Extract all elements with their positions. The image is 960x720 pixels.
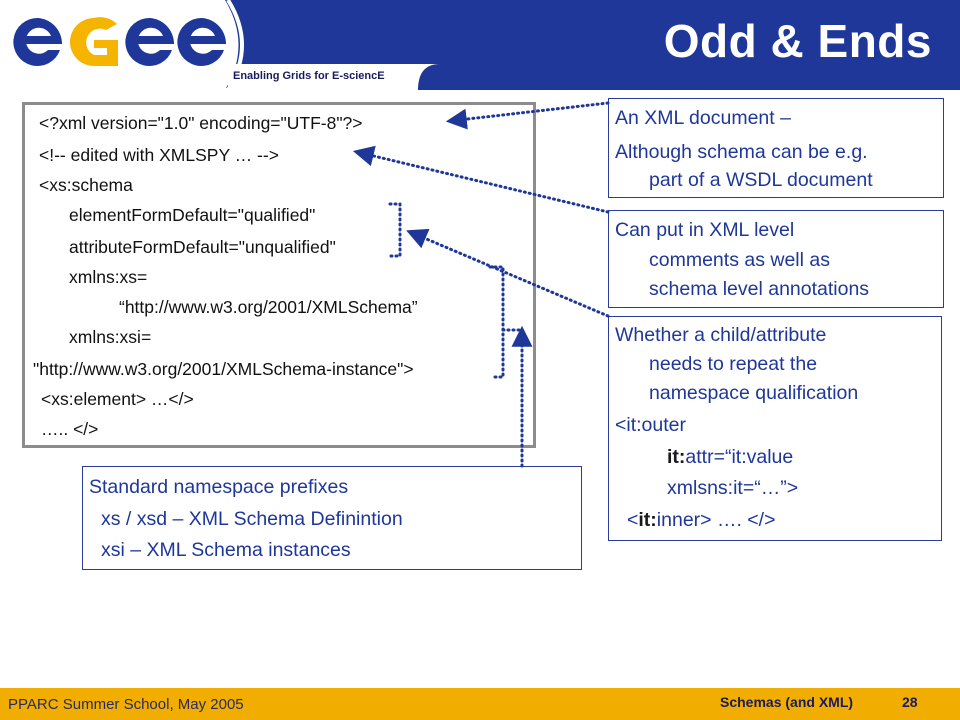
callout-line: Standard namespace prefixes — [89, 476, 349, 498]
code-line: <xs:element> …</> — [41, 389, 194, 409]
code-line: attributeFormDefault="unqualified" — [69, 237, 336, 257]
egee-logo — [13, 17, 227, 66]
slide-header: Enabling Grids for E-sciencE Odd & Ends — [0, 0, 960, 90]
callout-line: schema level annotations — [649, 278, 870, 300]
callout-line: Whether a child/attribute — [615, 324, 827, 346]
code-line: xmlns:xsi= — [69, 327, 152, 347]
logo-letter-g — [70, 17, 118, 66]
prefix-bold: it: — [638, 509, 657, 531]
code-line: ….. </> — [41, 419, 99, 439]
callout-prefixes: Standard namespace prefixes xs / xsd – X… — [82, 466, 582, 570]
header-band — [0, 0, 960, 90]
callout-inner-line: <it:inner> …. </> — [627, 509, 776, 532]
callout-line: part of a WSDL document — [649, 169, 873, 191]
code-line: "http://www.w3.org/2001/XMLSchema-instan… — [33, 359, 414, 379]
callout-line: An XML document – — [615, 107, 791, 129]
callout-xml-document: An XML document – Although schema can be… — [608, 98, 944, 198]
callout-line: xsi – XML Schema instances — [101, 539, 351, 561]
code-line: <?xml version="1.0" encoding="UTF-8"?> — [39, 113, 363, 133]
logo-tagline: Enabling Grids for E-sciencE — [233, 70, 385, 82]
callout-line: needs to repeat the — [649, 353, 818, 375]
code-line: “http://www.w3.org/2001/XMLSchema” — [119, 297, 418, 317]
logo-letter-e3 — [177, 17, 227, 66]
prefix-bold: it: — [667, 446, 686, 468]
footer-topic: Schemas (and XML) — [720, 694, 854, 710]
callout-comments: Can put in XML level comments as well as… — [608, 210, 944, 308]
callout-qualification: Whether a child/attribute needs to repea… — [608, 316, 942, 541]
callout-line: <it:outer — [615, 414, 687, 436]
callout-line: Although schema can be e.g. — [615, 141, 868, 163]
code-line: <!-- edited with XMLSPY … --> — [39, 145, 279, 165]
callout-line: comments as well as — [649, 249, 830, 271]
code-line: <xs:schema — [39, 175, 133, 195]
page-number: 28 — [902, 694, 918, 710]
code-line: elementFormDefault="qualified" — [69, 205, 316, 225]
xml-code-box: <?xml version="1.0" encoding="UTF-8"?> <… — [22, 102, 536, 448]
attr-rest: attr=“it:value — [685, 446, 794, 468]
inner-rest: inner> …. </> — [656, 509, 776, 531]
logo-letter-e1 — [13, 17, 63, 66]
callout-line: Can put in XML level — [615, 219, 795, 241]
code-line: xmlns:xs= — [69, 267, 148, 287]
footer-event: PPARC Summer School, May 2005 — [8, 696, 244, 713]
callout-line: namespace qualification — [649, 382, 859, 404]
callout-line: xs / xsd – XML Schema Definintion — [101, 508, 403, 530]
callout-attr-line: it:attr=“it:value — [667, 446, 793, 469]
callout-xmlns-line: xmlsns:it=“…”> — [667, 477, 799, 499]
inner-open: < — [627, 509, 639, 531]
logo-letter-e2 — [125, 17, 175, 66]
slide-footer: PPARC Summer School, May 2005 Schemas (a… — [0, 688, 960, 720]
slide-title: Odd & Ends — [663, 15, 932, 67]
